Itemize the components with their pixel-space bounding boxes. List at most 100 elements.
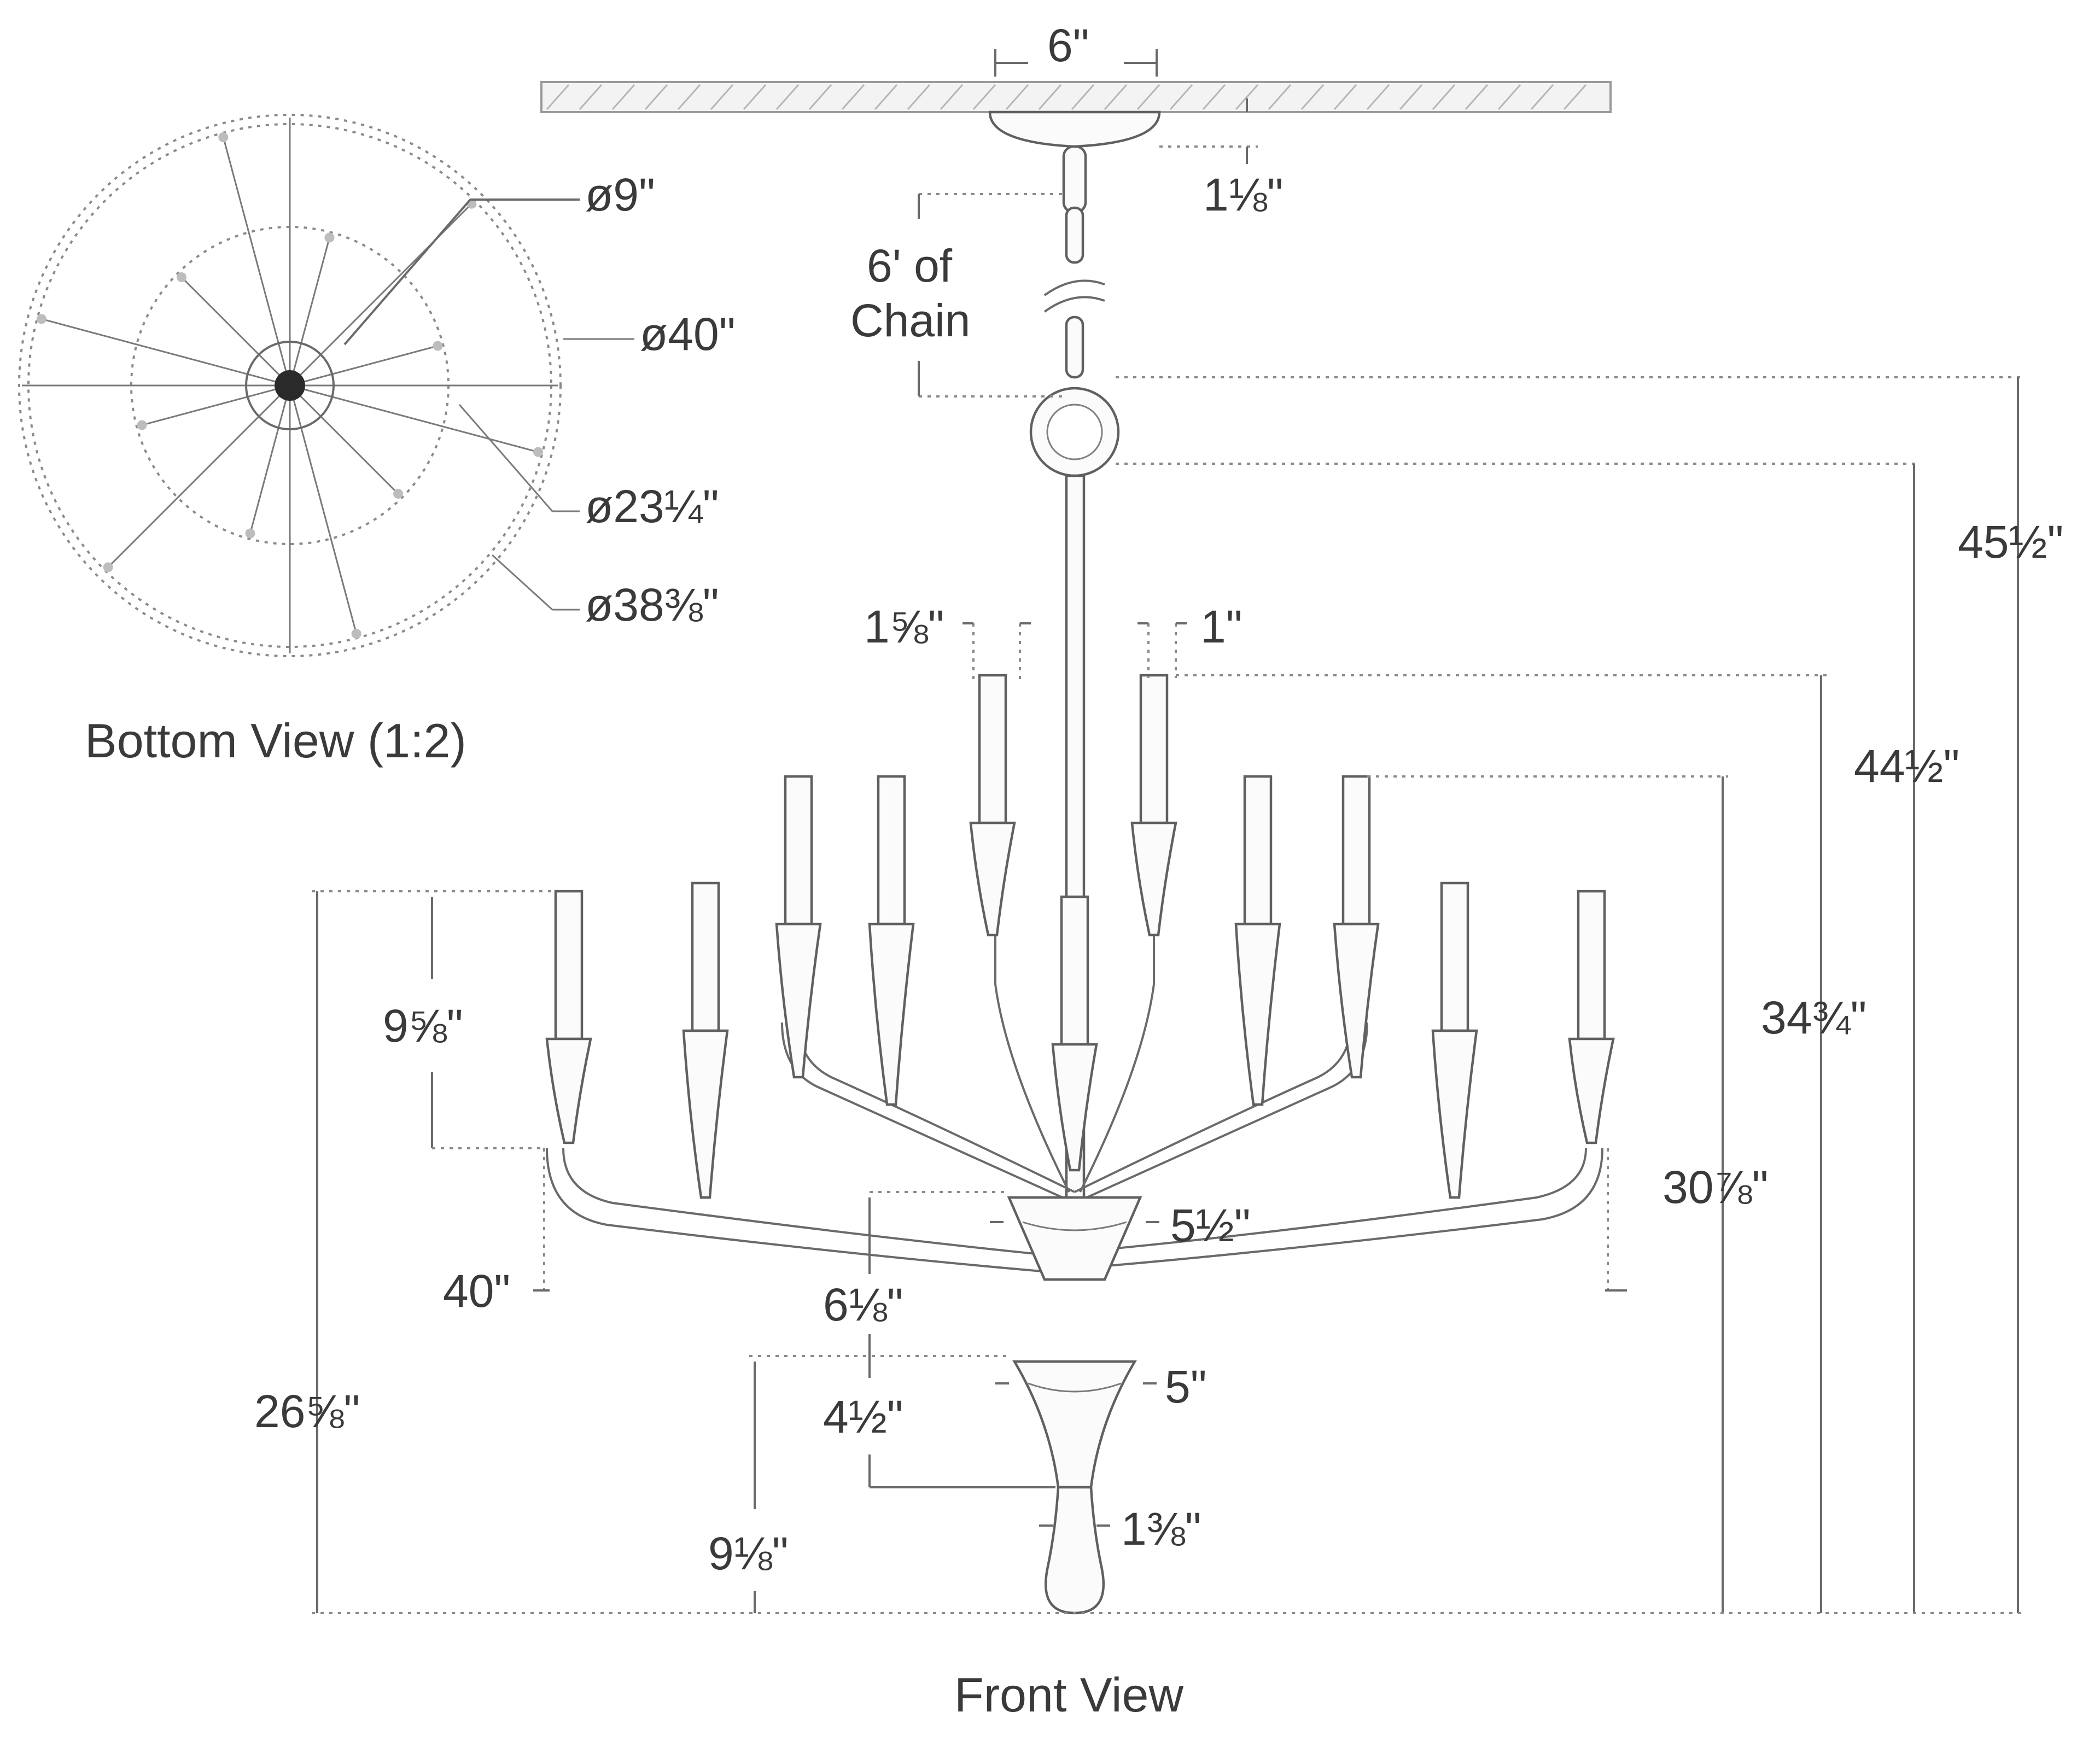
leader-d-canopy bbox=[343, 198, 471, 346]
bottom-view-cup bbox=[433, 341, 443, 351]
center-hub bbox=[275, 370, 305, 401]
bottom-view-cup bbox=[37, 314, 47, 324]
dimension-lines bbox=[312, 49, 2023, 1614]
arm-right-mid bbox=[1074, 1022, 1368, 1204]
outer-diameter-ring bbox=[18, 114, 562, 657]
chain-link-top bbox=[1062, 145, 1087, 214]
bottom-view-arm bbox=[249, 385, 291, 534]
label-finial-height: 9⅛" bbox=[708, 1528, 789, 1579]
bottom-view-cup bbox=[245, 528, 255, 539]
label-chain-line1: 6' of bbox=[867, 240, 953, 291]
bottom-view-cup bbox=[533, 447, 543, 457]
bottom-view-arm bbox=[107, 384, 291, 568]
arm-left-outer-2 bbox=[562, 1148, 1075, 1259]
label-d-middle: ø23¼" bbox=[585, 481, 719, 532]
candle-cup bbox=[545, 1037, 592, 1144]
arm-left-top bbox=[994, 930, 1070, 1193]
label-top-candle-height: 34¾" bbox=[1761, 992, 1866, 1043]
arm-right-mid-2 bbox=[1074, 1022, 1352, 1193]
candle-sleeve bbox=[1243, 775, 1273, 926]
candle-cup bbox=[1130, 821, 1177, 937]
candle-sleeve bbox=[1577, 890, 1606, 1041]
candle-cup bbox=[775, 922, 822, 1079]
label-overall-height: 45½" bbox=[1958, 516, 2063, 568]
front-view: 6" 1⅛" 6' of Chain 45½" 44½" 34¾" 30⅞" 2… bbox=[254, 20, 2063, 1722]
leader-d-cups bbox=[491, 554, 553, 611]
finial bbox=[1044, 1486, 1105, 1615]
bottom-view-cup bbox=[177, 272, 187, 283]
bottom-view-arm bbox=[180, 276, 291, 387]
label-candle-width-outer: 1⅝" bbox=[864, 601, 944, 652]
candles bbox=[545, 674, 1615, 1199]
candle-cup bbox=[1333, 922, 1380, 1079]
bottom-view-arm bbox=[222, 137, 291, 386]
label-body-height: 44½" bbox=[1854, 740, 1959, 792]
chain-link-3 bbox=[1065, 316, 1084, 379]
ceiling bbox=[540, 81, 1612, 113]
loop-inner bbox=[1046, 404, 1103, 460]
candle-sleeve bbox=[784, 775, 813, 926]
lower-cup bbox=[1012, 1360, 1137, 1489]
canopy bbox=[988, 110, 1161, 148]
ceiling-hatch bbox=[546, 84, 1587, 110]
bottom-view-arm bbox=[289, 345, 438, 387]
bottom-view-arm bbox=[41, 318, 290, 387]
bottom-view-caption: Bottom View (1:2) bbox=[85, 714, 466, 768]
chain-link-2 bbox=[1065, 206, 1084, 264]
label-canopy-height: 1⅛" bbox=[1203, 169, 1284, 220]
arm-left-mid bbox=[781, 1022, 1075, 1204]
label-canopy-width: 6" bbox=[1047, 20, 1089, 71]
label-candle-width-inner: 1" bbox=[1200, 601, 1242, 652]
canopy-outline bbox=[245, 341, 335, 430]
bottom-view-arm bbox=[289, 237, 330, 386]
candle-sleeve bbox=[1440, 881, 1469, 1032]
bottom-view: ø9" ø40" ø23¼" ø38⅜" Bottom View (1:2) bbox=[18, 114, 736, 768]
label-lower-cup-height: 4½" bbox=[823, 1391, 903, 1442]
bottom-view-cup bbox=[324, 232, 335, 243]
bottom-view-arm bbox=[289, 385, 358, 634]
bottom-view-cup bbox=[351, 628, 361, 639]
bottom-view-cup bbox=[393, 488, 403, 499]
arm-left-mid-2 bbox=[797, 1022, 1075, 1193]
upper-cup-band bbox=[1022, 1221, 1127, 1231]
candle-sleeve bbox=[1139, 674, 1169, 825]
bottom-view-arm bbox=[289, 384, 399, 495]
candle-sleeve bbox=[691, 881, 720, 1032]
upper-cup bbox=[1007, 1196, 1142, 1281]
label-d-outer: ø40" bbox=[640, 308, 736, 360]
candle-sleeve bbox=[877, 775, 906, 926]
candle-cup bbox=[1568, 1037, 1615, 1144]
arms bbox=[546, 930, 1603, 1275]
candle-cup bbox=[1234, 922, 1281, 1106]
label-d-canopy: ø9" bbox=[585, 169, 655, 220]
bottom-view-arm bbox=[289, 384, 539, 453]
arm-left-outer bbox=[546, 1148, 1075, 1275]
bottom-view-cup bbox=[137, 420, 147, 430]
arm-right-outer bbox=[1074, 1148, 1603, 1270]
label-lower-cup-width: 5" bbox=[1165, 1361, 1207, 1412]
bottom-view-arm bbox=[142, 384, 290, 426]
candle-cup bbox=[1431, 1029, 1478, 1199]
label-chain-line2: Chain bbox=[850, 295, 970, 346]
label-mid-candle-height: 30⅞" bbox=[1662, 1161, 1768, 1213]
label-overall-width: 40" bbox=[443, 1265, 510, 1317]
label-d-cups: ø38⅜" bbox=[585, 579, 719, 630]
arm-right-outer-2 bbox=[1074, 1148, 1587, 1253]
bottom-view-cup bbox=[218, 132, 229, 143]
label-finial-width: 1⅜" bbox=[1121, 1503, 1201, 1555]
lower-cup-band bbox=[1028, 1382, 1122, 1393]
arm-right-top bbox=[1079, 930, 1155, 1193]
label-candle-height: 9⅝" bbox=[383, 1000, 463, 1051]
candle-cup bbox=[682, 1029, 729, 1199]
label-upper-cup-width: 5½" bbox=[1170, 1200, 1251, 1251]
label-low-candle-height: 26⅝" bbox=[254, 1386, 360, 1437]
candle-sleeve bbox=[1060, 895, 1089, 1046]
bottom-view-cup bbox=[103, 562, 113, 572]
chain-break bbox=[1043, 279, 1105, 313]
leader-d-middle bbox=[458, 404, 553, 512]
candle-sleeve bbox=[978, 674, 1007, 825]
candle-sleeve bbox=[1341, 775, 1371, 926]
candle-cup bbox=[1051, 1043, 1098, 1172]
